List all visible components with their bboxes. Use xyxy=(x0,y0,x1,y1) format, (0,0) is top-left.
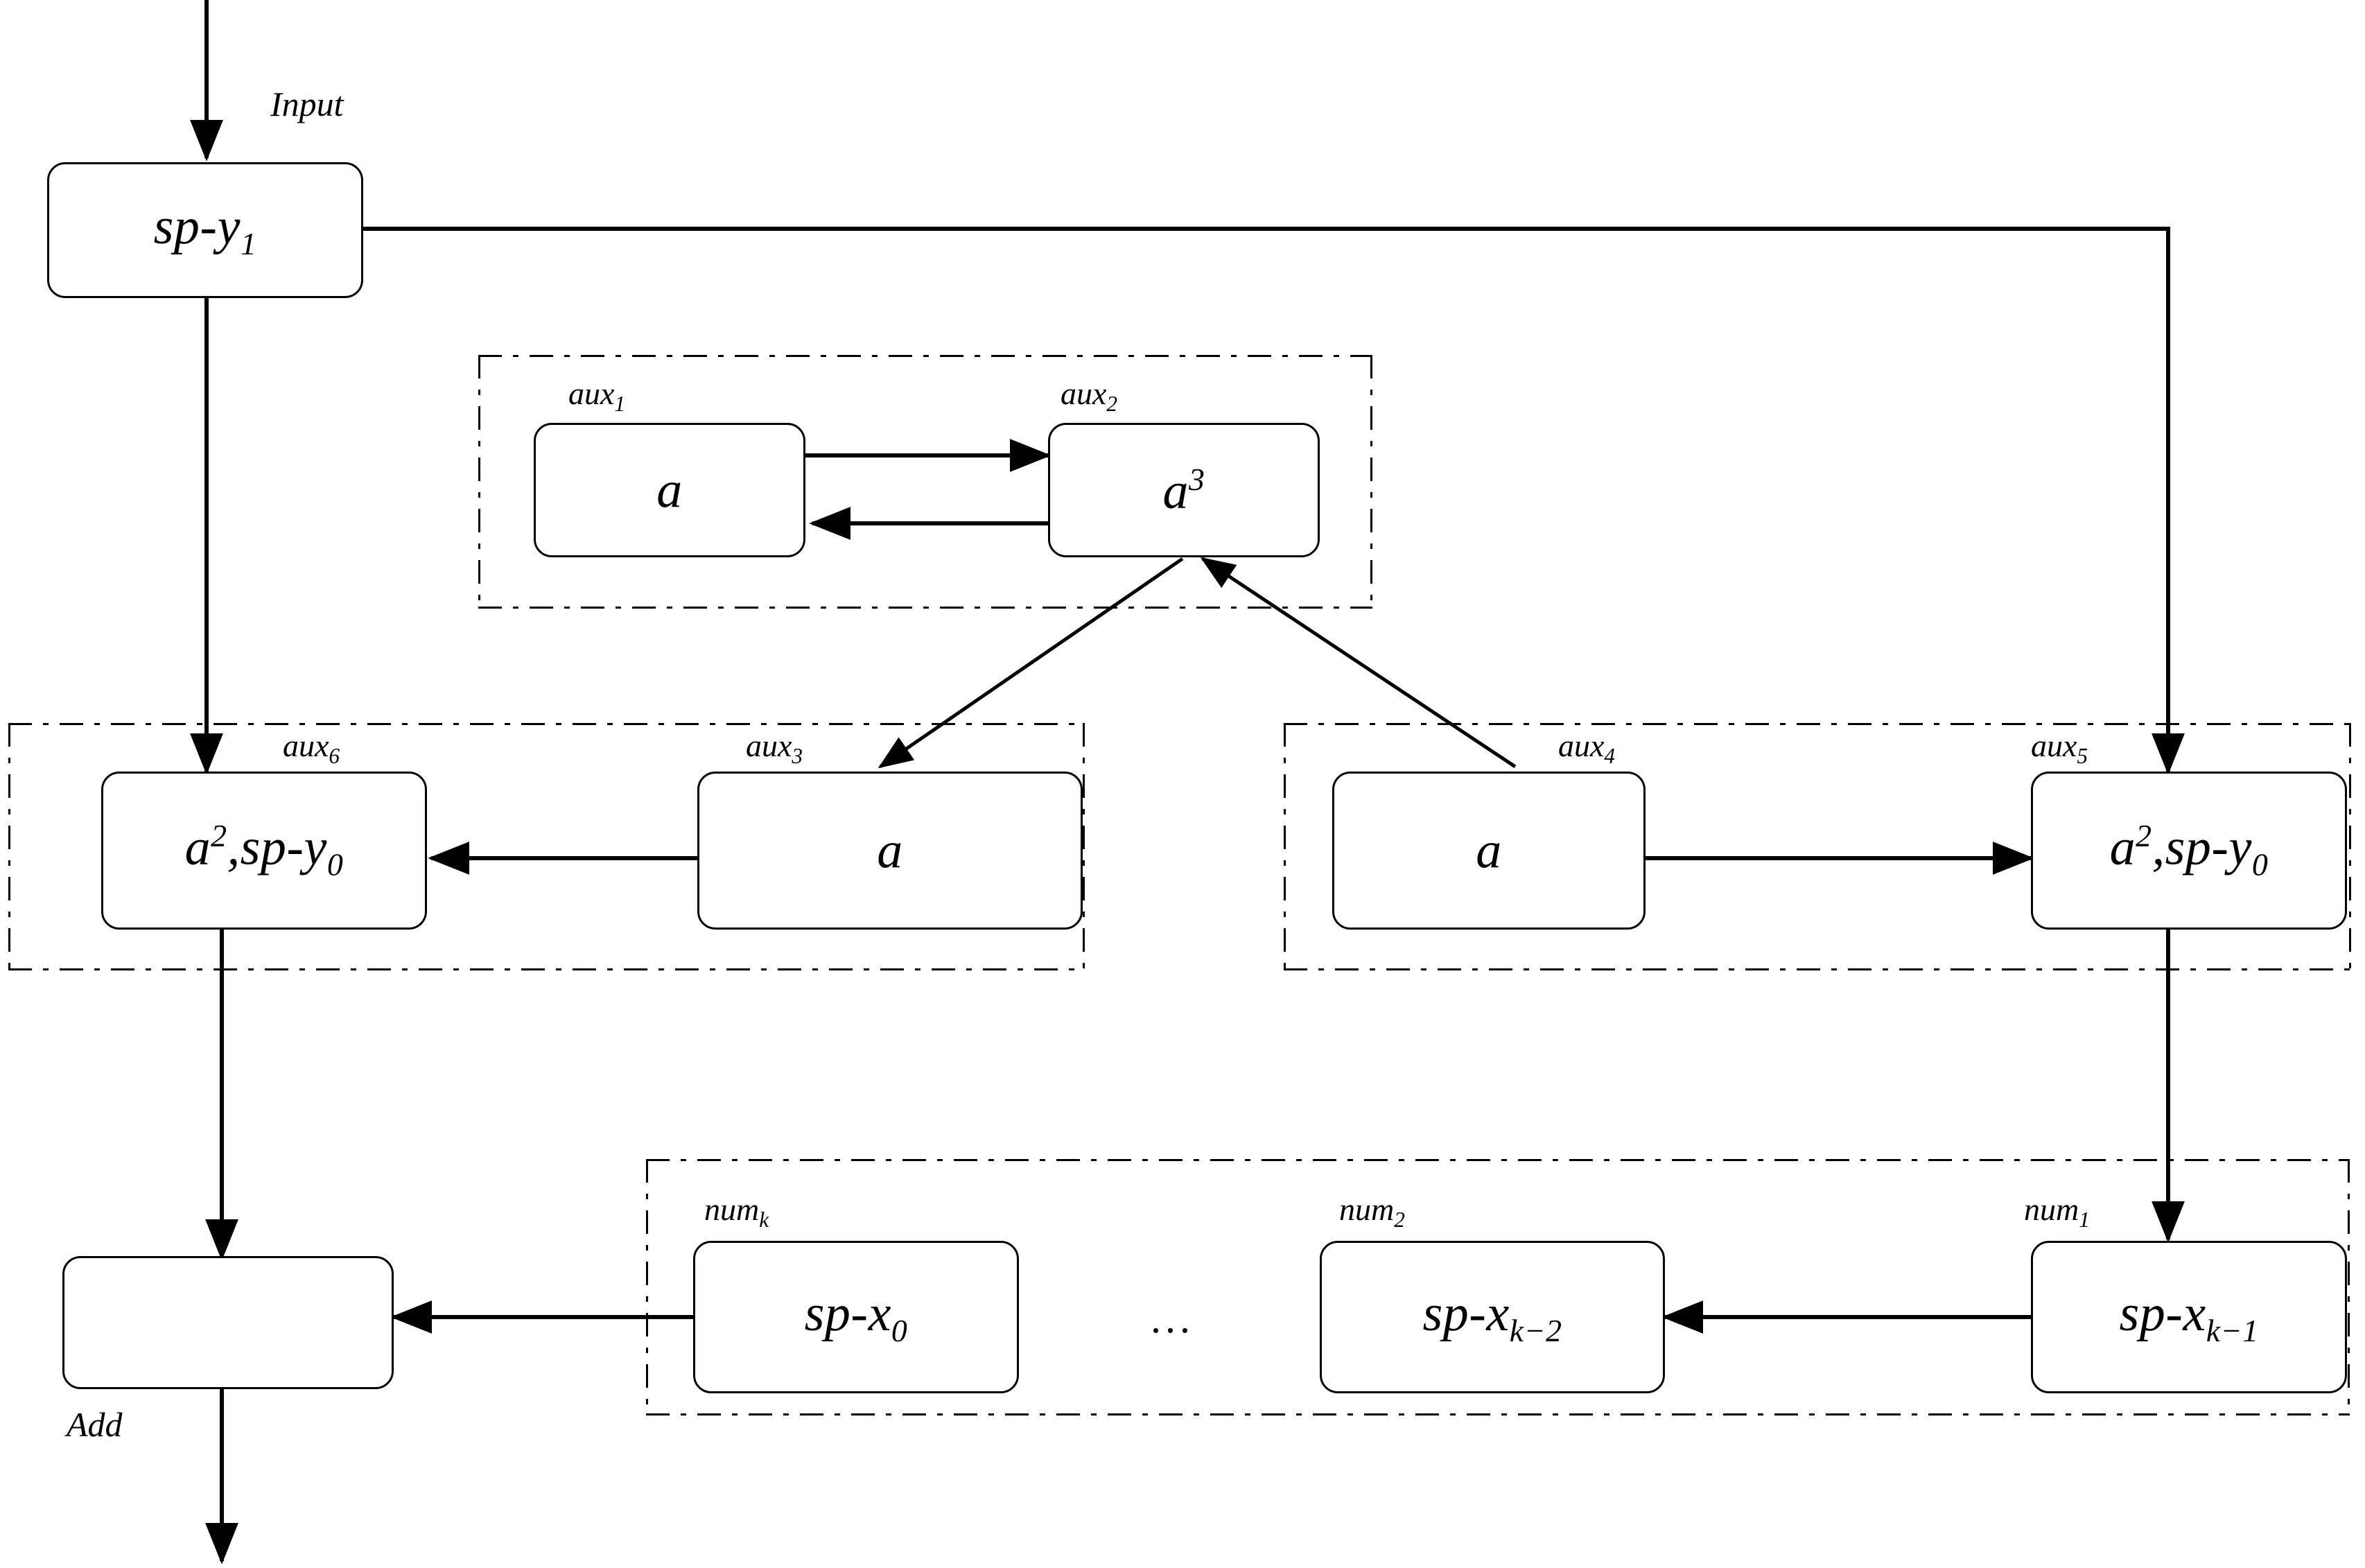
tag-aux2: aux2 xyxy=(1061,376,1118,417)
node-aux6[interactable]: a2,sp-y0 xyxy=(101,772,427,930)
node-numk[interactable]: sp-x0 xyxy=(693,1241,1019,1393)
node-num2[interactable]: sp-xk−2 xyxy=(1320,1241,1665,1393)
node-aux2[interactable]: a3 xyxy=(1048,423,1320,557)
tag-aux6: aux6 xyxy=(283,728,340,769)
node-aux2-label: a3 xyxy=(1162,461,1205,520)
node-aux4[interactable]: a xyxy=(1332,772,1646,930)
caption-input: Input xyxy=(270,85,344,123)
node-sp-y1[interactable]: sp-y1 xyxy=(47,162,363,298)
node-num1[interactable]: sp-xk−1 xyxy=(2031,1241,2347,1393)
node-aux1[interactable]: a xyxy=(534,423,805,557)
tag-numk: numk xyxy=(704,1192,769,1232)
node-num1-label: sp-xk−1 xyxy=(2119,1284,2259,1348)
tag-num1: num1 xyxy=(2024,1192,2090,1232)
node-aux4-label: a xyxy=(1476,822,1502,879)
caption-add: Add xyxy=(67,1405,123,1444)
node-num2-label: sp-xk−2 xyxy=(1422,1284,1562,1348)
tag-aux1: aux1 xyxy=(568,376,626,417)
tag-num2: num2 xyxy=(1339,1192,1405,1232)
node-aux5-label: a2,sp-y0 xyxy=(2109,818,2269,882)
node-numk-label: sp-x0 xyxy=(804,1284,908,1348)
node-aux3[interactable]: a xyxy=(697,772,1083,930)
node-aux6-label: a2,sp-y0 xyxy=(184,818,344,882)
node-aux3-label: a xyxy=(877,822,903,879)
node-sp-y1-label: sp-y1 xyxy=(153,198,257,261)
node-aux5[interactable]: a2,sp-y0 xyxy=(2031,772,2347,930)
tag-aux4: aux4 xyxy=(1558,728,1616,769)
node-aux1-label: a xyxy=(656,462,683,519)
ellipsis-num-chain: ... xyxy=(1151,1296,1194,1341)
tag-aux3: aux3 xyxy=(746,728,803,769)
node-add[interactable] xyxy=(62,1256,394,1389)
tag-aux5: aux5 xyxy=(2031,728,2088,769)
